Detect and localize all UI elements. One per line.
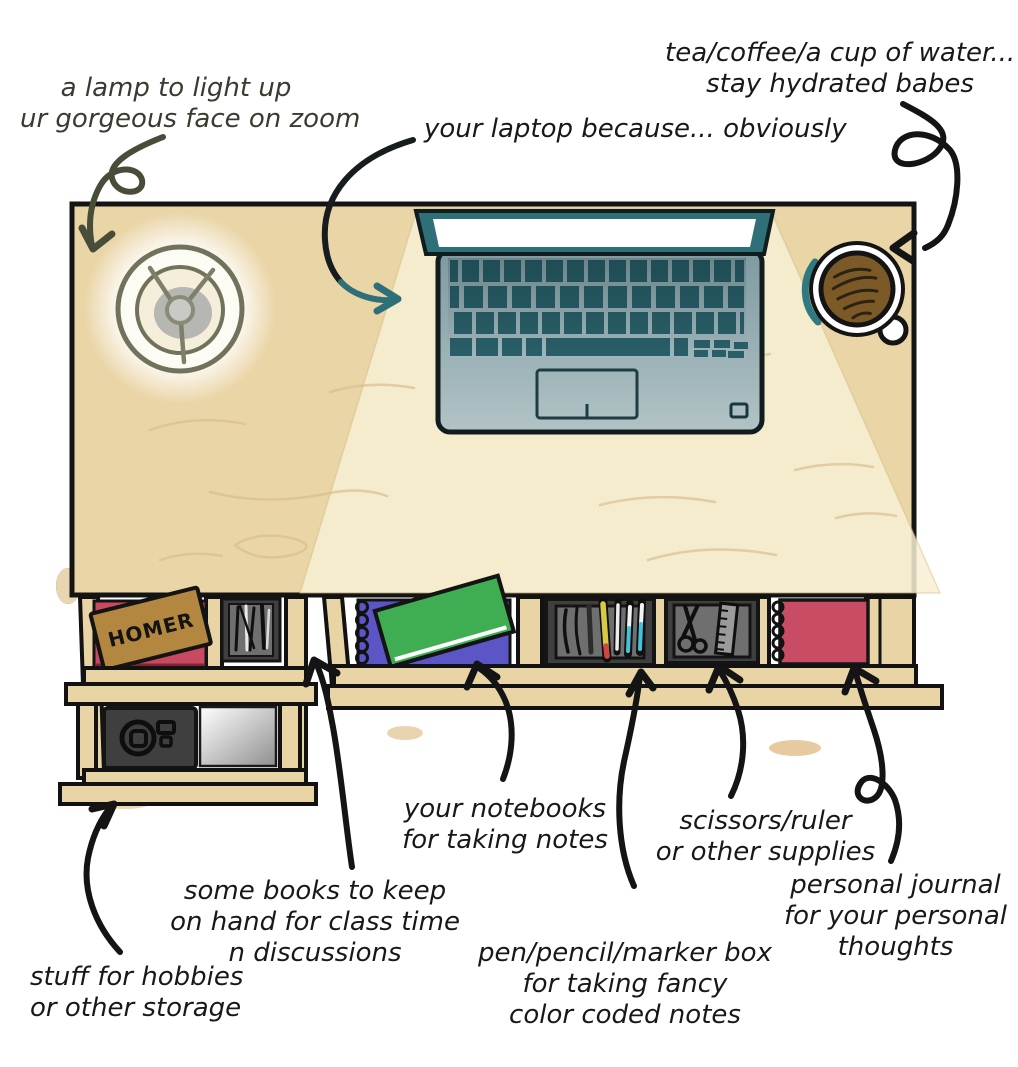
note-journal: personal journal for your personal thoug… (778, 870, 1013, 963)
personal-journal (771, 598, 870, 666)
desk (69, 201, 942, 598)
arrow-to-books (302, 656, 355, 870)
note-laptop: your laptop because... obviously (424, 114, 847, 145)
arrow-to-cup (889, 101, 961, 265)
pencil (600, 601, 609, 649)
scissors-icon (677, 604, 708, 654)
left-unit-bottom-lip (58, 782, 318, 806)
note-line: stay hydrated babes (706, 69, 974, 99)
arrow-to-lamp (78, 134, 166, 253)
coffee-liquid (818, 250, 896, 328)
laptop (413, 209, 776, 435)
note-lamp: a lamp to light up ur gorgeous face on z… (20, 73, 361, 135)
lower-row-left-post (76, 702, 98, 780)
note-line: personal journal (790, 870, 1001, 900)
note-notebooks: your notebooks for taking notes (395, 794, 615, 856)
note-line: some books to keep (183, 876, 447, 906)
note-hobbies: stuff for hobbies or other storage (30, 962, 243, 1024)
storage-box-white (198, 705, 278, 768)
note-line: your laptop because... obviously (424, 114, 847, 144)
desk-lamp (84, 212, 276, 404)
annotation-arrows (78, 101, 961, 955)
main-shelf-right-post (864, 595, 916, 672)
note-line: or other storage (30, 993, 242, 1023)
main-shelf-divider-1 (516, 595, 544, 672)
note-line: or other supplies (655, 837, 876, 867)
note-line: on hand for class time (170, 907, 460, 937)
note-line: ur gorgeous face on zoom (20, 104, 361, 134)
arrow-to-journal (841, 664, 903, 864)
left-shelf-unit: HOMER (58, 585, 318, 806)
laptop-keyboard (448, 258, 748, 358)
arrow-to-scissors-box (705, 662, 747, 799)
green-notebook (372, 573, 517, 670)
note-line: tea/coffee/a cup of water... (665, 38, 1016, 68)
note-books: some books to keep on hand for class tim… (165, 876, 465, 969)
journal-spiral-binding (771, 600, 785, 662)
note-drink: tea/coffee/a cup of water... stay hydrat… (665, 38, 1015, 100)
lower-row-right-post (278, 702, 302, 780)
note-line: thoughts (837, 932, 954, 962)
arrow-to-laptop (321, 137, 416, 315)
note-line: for taking notes (402, 825, 608, 855)
pen-pencil-marker-box (544, 597, 656, 667)
pen-holder-box (220, 597, 282, 663)
note-pens: pen/pencil/marker box for taking fancy c… (465, 938, 785, 1031)
spiral-binding (355, 600, 369, 665)
note-line: a lamp to light up (60, 73, 292, 103)
scissors-ruler-box (664, 597, 760, 665)
cyan-pen (626, 626, 631, 653)
arrow-to-hobby-shelf (83, 800, 123, 955)
note-line: for taking fancy (522, 969, 728, 999)
note-line: scissors/ruler (679, 806, 852, 836)
under-desk-shelf (321, 573, 944, 710)
class-books: HOMER (88, 585, 213, 673)
note-line: n discussions (228, 938, 402, 968)
arrow-to-pen-box (616, 668, 657, 889)
arrow-to-notebooks (463, 660, 515, 782)
laptop-sticker (729, 402, 749, 419)
hobby-camera-box (102, 706, 198, 770)
note-line: pen/pencil/marker box (478, 938, 772, 968)
note-line: stuff for hobbies (30, 962, 244, 992)
coffee-cup (801, 241, 909, 346)
note-line: your notebooks (403, 794, 607, 824)
note-line: color coded notes (509, 1000, 741, 1030)
left-unit-middle-lip (64, 682, 318, 706)
ruler-icon (713, 601, 740, 657)
note-scissors: scissors/ruler or other supplies (648, 806, 883, 868)
note-line: for your personal (783, 901, 1008, 931)
camera-lens-icon (119, 719, 157, 757)
homer-book: HOMER (88, 585, 213, 672)
